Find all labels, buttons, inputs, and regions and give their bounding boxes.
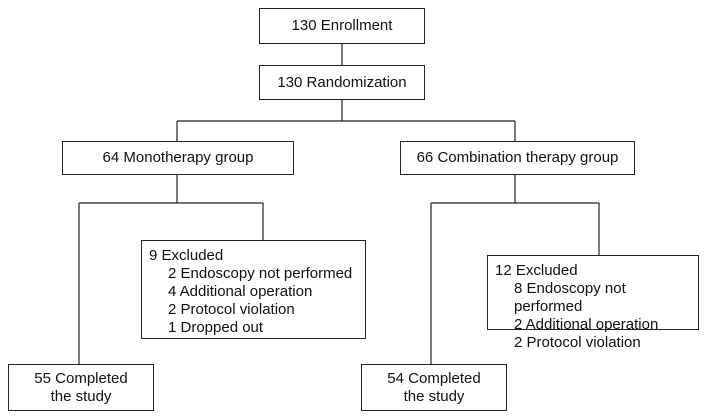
excluded-reason: 2 Endoscopy not performed	[168, 265, 353, 282]
enrollment-box: 130 Enrollment	[259, 8, 425, 44]
excluded-reason: 4 Additional operation	[168, 283, 313, 300]
monotherapy-excluded-box: 9 Excluded 2 Endoscopy not performed 4 A…	[141, 240, 366, 339]
combination-excluded-box: 12 Excluded 8 Endoscopy not performed 2 …	[487, 255, 699, 351]
combination-completed-box: 54 Completed the study	[361, 364, 507, 411]
randomization-box: 130 Randomization	[259, 65, 425, 100]
excluded-reason: 2 Protocol violation	[514, 334, 641, 351]
completed-count: 54 Completed	[387, 369, 481, 387]
excluded-reason: 1 Dropped out	[168, 319, 264, 336]
combination-group-box: 66 Combination therapy group	[400, 141, 635, 175]
enrollment-label: 130 Enrollment	[291, 17, 393, 34]
combination-group-label: 66 Combination therapy group	[416, 149, 619, 166]
excluded-title: 12 Excluded	[495, 262, 578, 279]
monotherapy-group-box: 64 Monotherapy group	[62, 141, 294, 175]
monotherapy-completed-box: 55 Completed the study	[8, 364, 154, 411]
randomization-label: 130 Randomization	[277, 73, 407, 91]
excluded-title: 9 Excluded	[149, 247, 224, 264]
excluded-reason: 2 Protocol violation	[168, 301, 295, 318]
excluded-reason: 8 Endoscopy not performed	[514, 280, 626, 315]
excluded-reason: 2 Additional operation	[514, 316, 659, 333]
completed-label: the study	[50, 387, 112, 405]
completed-label: the study	[403, 387, 465, 405]
monotherapy-group-label: 64 Monotherapy group	[102, 149, 254, 166]
completed-count: 55 Completed	[34, 369, 128, 387]
